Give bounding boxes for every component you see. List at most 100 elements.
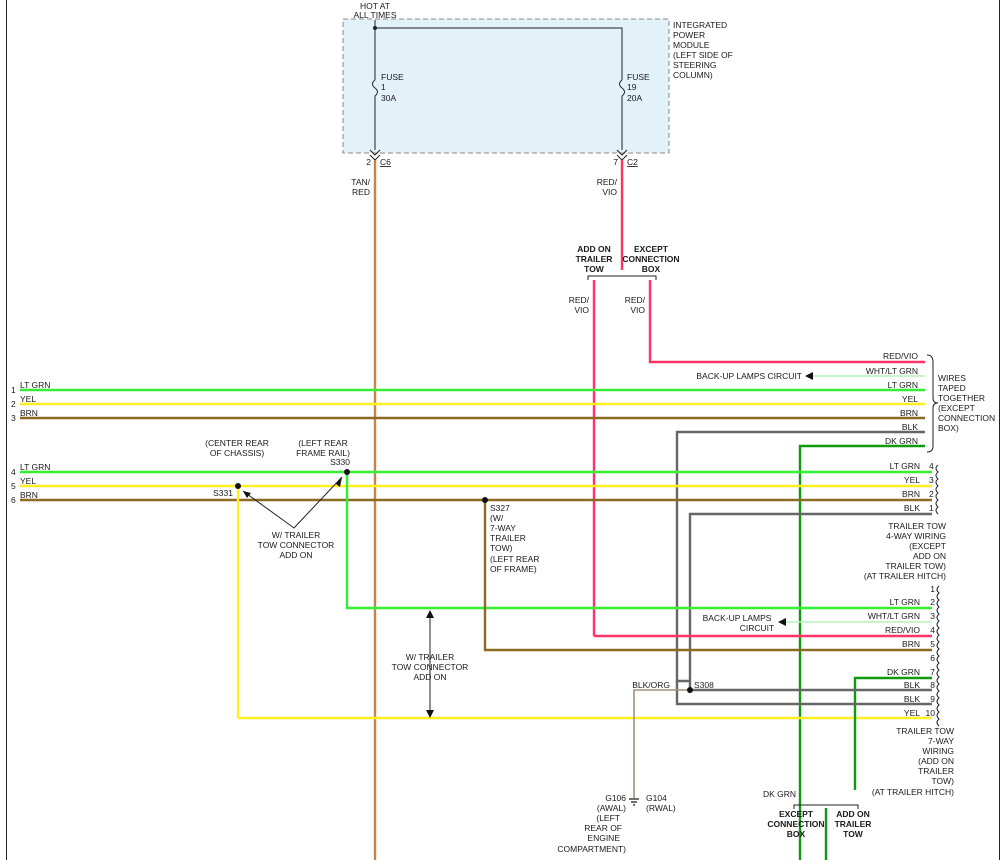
- branch-except-1: EXCEPT: [634, 244, 669, 254]
- taped-note-6: BOX): [938, 423, 959, 433]
- dk-grn-bottom-label: DK GRN: [763, 789, 796, 799]
- wire-blk-org: [633, 689, 687, 798]
- sevenway-label-5: BRN: [902, 639, 920, 649]
- sevenway-label-10: YEL: [904, 708, 920, 718]
- w-trailer-1-c: ADD ON: [279, 550, 312, 560]
- g106-label-3: (LEFT: [596, 813, 620, 823]
- sevenway-pin-3: 3: [930, 611, 935, 621]
- fourway-label-yel: YEL: [904, 475, 920, 485]
- tan-red-label-2: RED: [352, 187, 370, 197]
- sevenway-pin-9: 9: [930, 694, 935, 704]
- sevenway-pin-6: 6: [930, 653, 935, 663]
- sevenway-pin-1: 1: [930, 584, 935, 594]
- power-module: HOT AT ALL TIMES INTEGRATED POWER MODULE…: [342, 1, 733, 167]
- bottom-except-1: EXCEPT: [779, 809, 814, 819]
- w-trailer-1-a: W/ TRAILER: [272, 530, 321, 540]
- ground-symbol: [629, 798, 639, 806]
- module-line-1: INTEGRATED: [673, 20, 727, 30]
- fourway-caption-4: ADD ON: [913, 551, 946, 561]
- module-bus: [374, 20, 623, 80]
- left-pin-3: 3: [11, 413, 16, 423]
- taped-label-dk-grn: DK GRN: [885, 436, 918, 446]
- wire-brn-s327-down: [483, 500, 932, 652]
- fuse-19-label-b: 19: [627, 82, 637, 92]
- left-label-6: BRN: [20, 490, 38, 500]
- left-label-1: LT GRN: [20, 380, 50, 390]
- left-label-5: YEL: [20, 476, 36, 486]
- s327-note-1: (W/: [490, 513, 504, 523]
- power-module-box: [342, 18, 670, 154]
- w-trailer-2-a: W/ TRAILER: [406, 652, 455, 662]
- w-trailer-2-b: TOW CONNECTOR: [392, 662, 469, 672]
- left-pin-1: 1: [11, 385, 16, 395]
- sevenway-label-3: WHT/LT GRN: [868, 611, 920, 621]
- fourway-label-blk: BLK: [904, 503, 920, 513]
- branch-bracket-bottom: [793, 804, 859, 809]
- left-rear-rail-1: (LEFT REAR: [298, 438, 347, 448]
- sevenway-pin-10: 10: [926, 708, 936, 718]
- fourway-pin-4: 4: [929, 461, 934, 471]
- fourway-pin-3: 3: [929, 475, 934, 485]
- left-label-4: LT GRN: [20, 462, 50, 472]
- fourway-label-brn: BRN: [902, 489, 920, 499]
- g104-label-2: (RWAL): [646, 803, 676, 813]
- fourway-caption-1: TRAILER TOW: [888, 521, 946, 531]
- g104-label-1: G104: [646, 793, 667, 803]
- v-arrow-lines: [242, 476, 343, 529]
- tan-red-label-1: TAN/: [351, 177, 370, 187]
- fuse-19-symbol: [619, 79, 625, 97]
- taped-label-wht-lt-grn: WHT/LT GRN: [866, 366, 918, 376]
- fuse-19-label-a: FUSE: [627, 72, 650, 82]
- taped-label-blk: BLK: [902, 422, 918, 432]
- fuse-1-symbol: [372, 79, 378, 97]
- red-vio-top-label-1: RED/: [597, 177, 618, 187]
- sevenway-pin-7: 7: [930, 667, 935, 677]
- left-pin-6: 6: [11, 495, 16, 505]
- branch-add-on-2: TRAILER: [576, 254, 613, 264]
- red-vio-left-label-2: VIO: [574, 305, 589, 315]
- blk-org-label: BLK/ORG: [632, 680, 670, 690]
- red-vio-right-label-1: RED/: [625, 295, 646, 305]
- splice-s331: [235, 483, 241, 489]
- c6-label: C6: [380, 157, 391, 167]
- fourway-caption-2: 4-WAY WIRING: [886, 531, 946, 541]
- c2-label: C2: [627, 157, 638, 167]
- c2-pin: 7: [613, 157, 618, 167]
- left-rear-rail-2: FRAME RAIL): [296, 448, 350, 458]
- sevenway-label-4: RED/VIO: [885, 625, 920, 635]
- branch-add-on-3: TOW: [584, 264, 605, 274]
- taped-note-5: CONNECTION: [938, 413, 995, 423]
- fuse-1-label-b: 1: [381, 82, 386, 92]
- wire-lt-grn-s330-down: [345, 472, 932, 610]
- sevenway-caption-1: TRAILER TOW: [896, 726, 954, 736]
- branch-except-3: BOX: [642, 264, 661, 274]
- left-pin-5: 5: [11, 481, 16, 491]
- g106-label-5: ENGINE: [587, 833, 620, 843]
- module-line-3: MODULE: [673, 40, 710, 50]
- sevenway-label-7: DK GRN: [887, 667, 920, 677]
- backup-circuit-7way-2: CIRCUIT: [740, 623, 774, 633]
- s327-label: S327: [490, 503, 510, 513]
- s327-note-6: OF FRAME): [490, 564, 537, 574]
- sevenway-caption-3: WIRING: [922, 746, 954, 756]
- bottom-add-on-3: TOW: [843, 829, 864, 839]
- taped-brace: [926, 354, 939, 453]
- s327-note-4: TOW): [490, 543, 513, 553]
- splice-s327: [482, 497, 488, 503]
- fourway-label-lt-grn: LT GRN: [890, 461, 920, 471]
- taped-note-1: WIRES: [938, 373, 966, 383]
- g106-label-2: (AWAL): [597, 803, 626, 813]
- center-rear-2: OF CHASSIS): [210, 448, 264, 458]
- bottom-except-3: BOX: [787, 829, 806, 839]
- bottom-except-2: CONNECTION: [767, 819, 824, 829]
- wire-blk-taped: [675, 430, 925, 683]
- sevenway-label-8: BLK: [904, 680, 920, 690]
- s327-note-2: 7-WAY: [490, 523, 516, 533]
- wire-blk-4way: [688, 512, 932, 690]
- c6-pin: 2: [366, 157, 371, 167]
- left-label-2: YEL: [20, 394, 36, 404]
- center-rear-1: (CENTER REAR: [205, 438, 269, 448]
- left-label-3: BRN: [20, 408, 38, 418]
- fourway-caption-5: TRAILER TOW): [885, 561, 946, 571]
- arrow-backup-7way: [778, 618, 786, 626]
